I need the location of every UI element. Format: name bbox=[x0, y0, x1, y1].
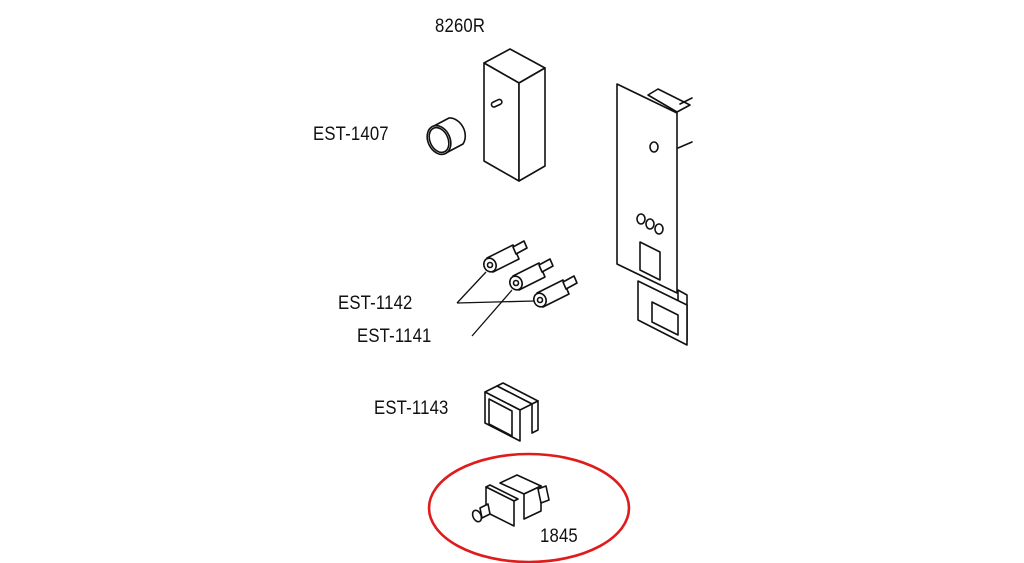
lamp-1-drawing bbox=[483, 240, 528, 273]
label-est-1143: EST-1143 bbox=[374, 398, 449, 419]
leader-est-1141 bbox=[471, 289, 513, 337]
label-1845: 1845 bbox=[540, 526, 578, 547]
leader-est-1142-b bbox=[456, 300, 535, 304]
label-8260r: 8260R bbox=[435, 16, 486, 37]
plunger-switch-1845-drawing bbox=[471, 474, 550, 527]
block-8260r-drawing bbox=[483, 48, 546, 182]
label-est-1407: EST-1407 bbox=[313, 124, 389, 145]
highlight-ellipse bbox=[427, 452, 631, 563]
lamp-2-drawing bbox=[509, 258, 554, 291]
label-est-1141: EST-1141 bbox=[357, 326, 432, 347]
leader-est-1142-a bbox=[456, 271, 487, 304]
rocker-switch-est-1143-drawing bbox=[484, 382, 539, 442]
cap-est-1407-drawing bbox=[426, 117, 467, 156]
mounting-panel-drawing bbox=[616, 83, 693, 346]
label-est-1142: EST-1142 bbox=[338, 293, 413, 314]
lamp-3-drawing bbox=[533, 275, 578, 308]
